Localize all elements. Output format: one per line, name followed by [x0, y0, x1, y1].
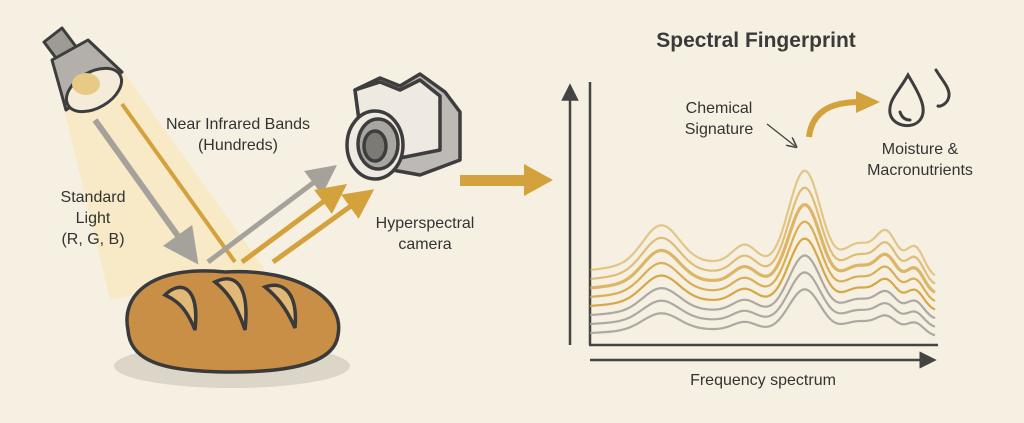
spectral-curve-2 — [589, 186, 936, 285]
spectral-curve-3 — [589, 203, 936, 294]
label-line: Near Infrared Bands — [165, 116, 311, 133]
result-arrow — [806, 99, 861, 138]
label-line: Chemical — [685, 100, 753, 117]
x-axis-label: Frequency spectrum — [690, 372, 836, 389]
camera-label: Hyperspectral camera — [376, 213, 475, 255]
spectral-curve-4 — [589, 220, 936, 302]
result-arrowhead — [856, 91, 880, 113]
lamp-icon — [42, 26, 124, 114]
light-beam — [62, 70, 265, 300]
signature-pointer — [766, 123, 795, 146]
nir-arrow — [120, 102, 237, 264]
label-line: Hyperspectral — [375, 215, 475, 232]
result-label: Moisture & Macronutrients — [867, 139, 973, 181]
spectral-curve-8 — [589, 288, 936, 337]
label-line: (Hundreds) — [197, 137, 279, 154]
water-drops-icon — [888, 68, 951, 128]
spectral-curve-5 — [589, 237, 936, 311]
label-line: camera — [398, 236, 452, 253]
label-line: Standard — [60, 189, 126, 206]
spectral-curve-6 — [589, 254, 936, 320]
standard-light-arrow — [92, 118, 199, 265]
chemical-signature-label: Chemical Signature — [685, 98, 754, 140]
camera-icon — [345, 72, 462, 181]
standard-light-label: Standard Light (R, G, B) — [61, 187, 126, 250]
label-line: (R, G, B) — [61, 231, 125, 248]
spectral-curve-7 — [589, 271, 936, 328]
label-line: Light — [75, 210, 111, 227]
label-line: Signature — [684, 121, 754, 138]
near-infrared-label: Near Infrared Bands (Hundreds) — [166, 114, 310, 156]
label-line: Moisture & — [881, 141, 959, 158]
chart-title: Spectral Fingerprint — [656, 29, 856, 52]
reflected-gray-arrow — [206, 164, 337, 264]
flow-arrow — [460, 164, 553, 196]
bread-icon — [125, 269, 341, 374]
spectral-curve-1 — [589, 169, 936, 277]
reflected-gold-arrow-2 — [271, 189, 375, 265]
label-line: Macronutrients — [867, 162, 973, 179]
reflected-gold-arrow-1 — [240, 184, 348, 265]
spectral-curves — [589, 169, 936, 337]
